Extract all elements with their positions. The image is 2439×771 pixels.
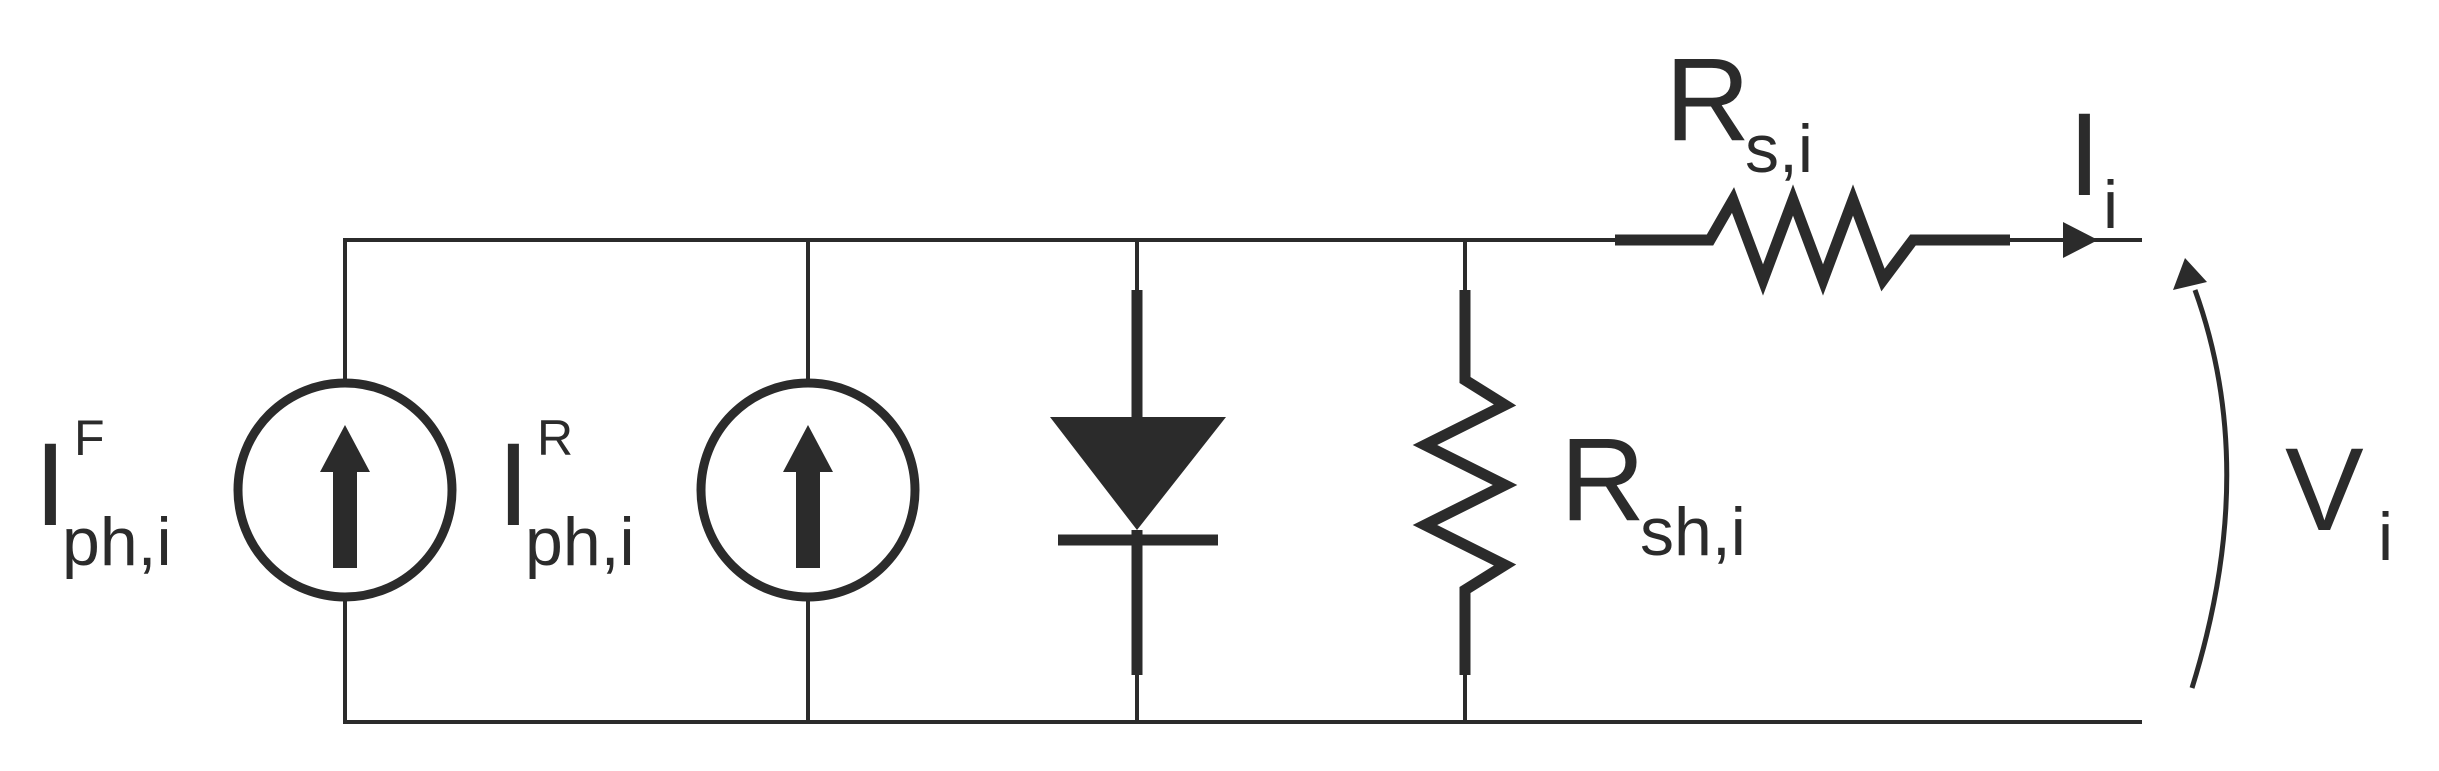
arrow-head (783, 425, 833, 472)
label-main: I (497, 419, 530, 551)
arrow-head (320, 425, 370, 472)
resistor-icon (1412, 290, 1518, 675)
label-main: I (2068, 89, 2101, 221)
label-sub: i (2378, 499, 2393, 575)
label-output-current: I i (2068, 89, 2118, 243)
arrow-right-icon (2063, 222, 2098, 258)
label-sup: F (74, 410, 105, 466)
voltage-arrow-head (2173, 258, 2207, 290)
arrow-shaft (796, 470, 820, 568)
label-sub: ph,i (62, 504, 172, 580)
resistor-icon (1615, 184, 2010, 296)
series-resistor (1615, 184, 2010, 296)
label-sub: ph,i (525, 504, 635, 580)
circuit-wires (343, 238, 2142, 724)
label-shunt-resistor: R sh,i (1560, 414, 1746, 570)
label-sub: sh,i (1640, 494, 1746, 570)
current-source-icon (233, 378, 457, 602)
current-source-icon (696, 378, 920, 602)
diode-icon (1050, 417, 1226, 530)
curved-arrow-up-icon (2189, 289, 2230, 689)
label-sub: i (2103, 167, 2118, 243)
label-main: R (1560, 414, 1645, 546)
label-main: I (34, 419, 67, 551)
shunt-resistor (1412, 240, 1518, 722)
label-main: V (2285, 424, 2364, 556)
current-source-reverse (696, 240, 920, 722)
label-main: R (1665, 34, 1750, 166)
label-output-voltage: V i (2285, 424, 2393, 575)
label-sub: s,i (1745, 111, 1813, 187)
diode (1050, 240, 1226, 722)
arrow-shaft (333, 470, 357, 568)
voltage-indicator (2173, 258, 2230, 689)
label-source-reverse: I R ph,i (497, 410, 635, 580)
label-source-forward: I F ph,i (34, 410, 172, 580)
label-series-resistor: R s,i (1665, 34, 1813, 187)
label-sup: R (537, 410, 573, 466)
current-source-forward (233, 240, 457, 722)
